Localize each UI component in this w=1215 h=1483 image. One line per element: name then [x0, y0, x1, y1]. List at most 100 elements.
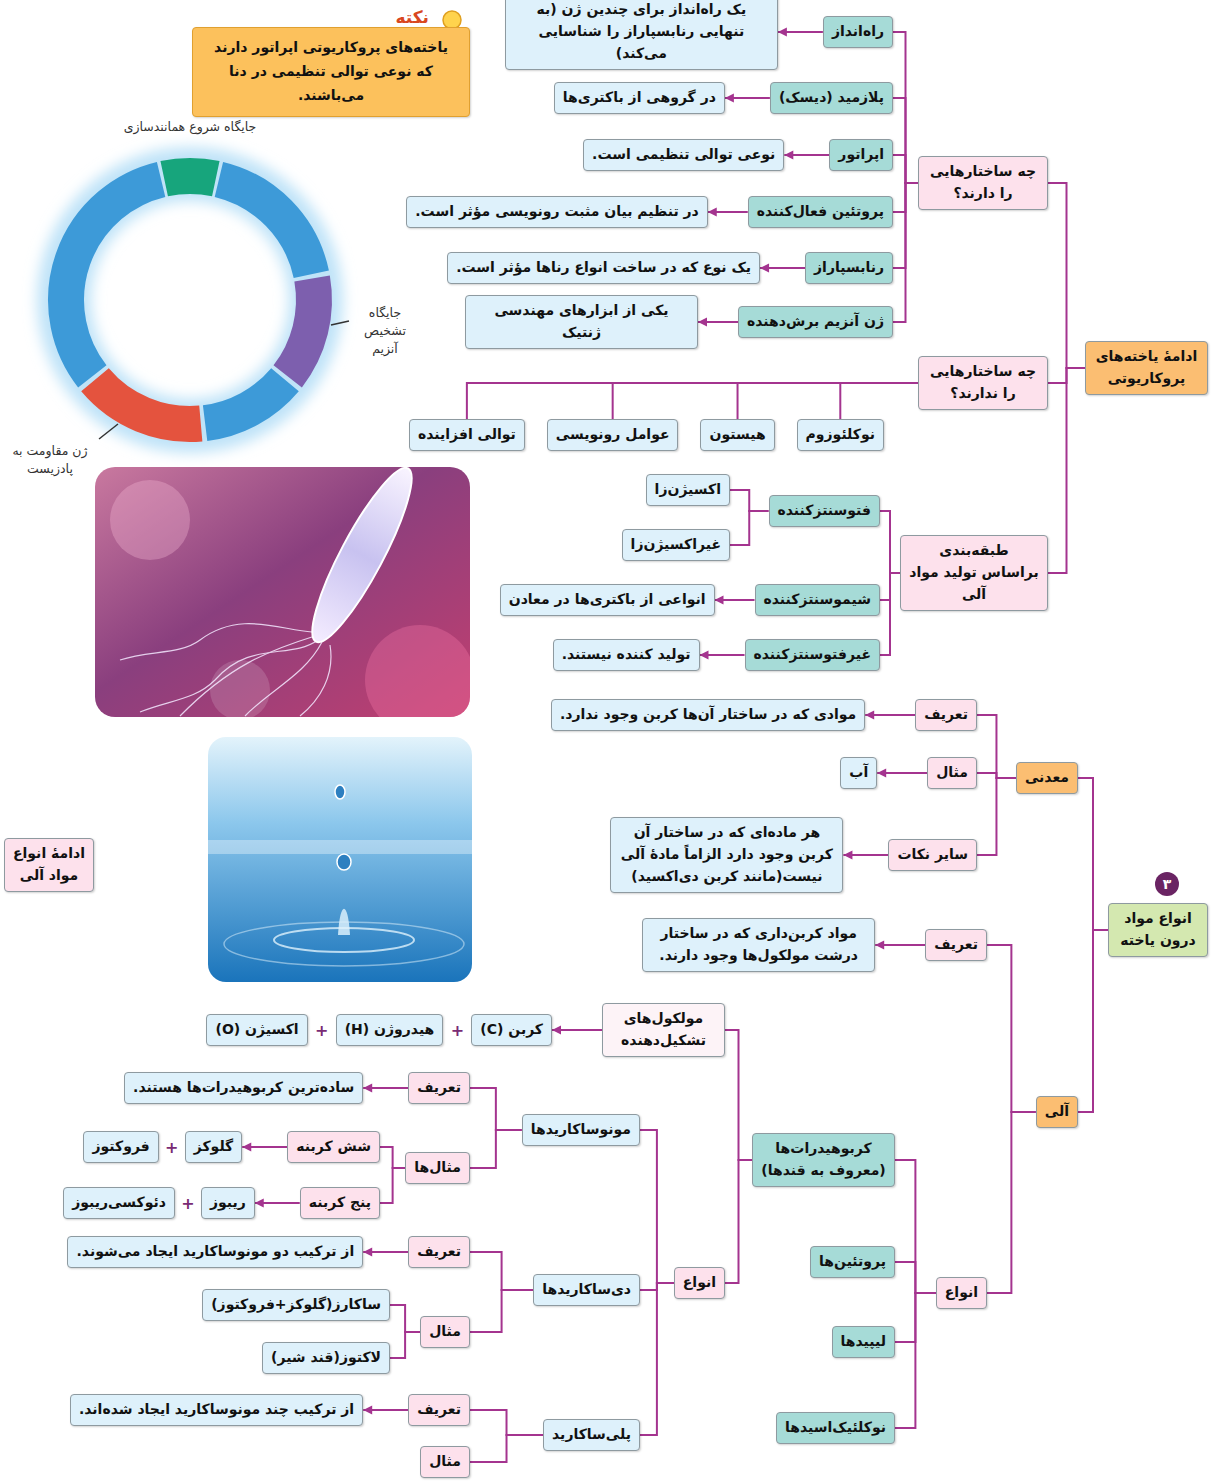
detail-box: یک نوع که در ساخت انواع رناها مؤثر است. — [447, 252, 760, 284]
node-text: انواع مواد درون یاخته — [1117, 908, 1199, 951]
plus-sign: + — [181, 1194, 194, 1213]
node-text: عوامل رونویسی — [556, 424, 670, 446]
connector-line — [977, 778, 1016, 855]
detail-box: تولید کننده نیستند. — [553, 639, 700, 671]
connector-line — [380, 1147, 405, 1168]
flagellum — [300, 645, 331, 716]
connector — [470, 1435, 543, 1462]
node-text: انواع — [945, 1282, 978, 1304]
node-text: اکسیژن (O) — [215, 1019, 298, 1041]
connector — [725, 1030, 752, 1160]
node-text: ادامهٔ یاخته‌های پروکاریوتی — [1094, 346, 1199, 389]
connector — [725, 1160, 752, 1283]
connector — [1078, 930, 1108, 1112]
bacterium-photo — [95, 467, 470, 717]
connector-line — [470, 1290, 533, 1332]
item-box: لیپیدها — [832, 1326, 895, 1358]
connector — [738, 383, 918, 419]
connector — [893, 155, 918, 183]
flagellum — [140, 640, 318, 712]
detail-box: ساکارز(گلوکز+فروکتوز) — [202, 1289, 390, 1321]
detail-box: مونوساکاریدها — [522, 1114, 640, 1146]
node-text: مثال — [936, 762, 968, 784]
connector-line — [895, 1160, 936, 1293]
detail-box: از ترکیب دو مونوساکارید ایجاد می‌شوند. — [67, 1236, 363, 1268]
node-text: تعریف — [934, 934, 978, 956]
node-text: پروتئین فعال‌کننده — [757, 201, 884, 223]
category-box: تعریف — [408, 1236, 470, 1268]
category-box: مثال — [420, 1446, 470, 1478]
connector — [390, 1332, 420, 1358]
detail-box: اکسیژن‌زا — [646, 474, 730, 506]
connector — [880, 573, 900, 655]
connector — [470, 1410, 543, 1435]
detail-box: دی‌ساکاریدها — [533, 1274, 640, 1306]
connector-line — [880, 511, 900, 573]
connector — [700, 651, 745, 660]
node-text: اکسیژن‌زا — [655, 479, 721, 501]
node-text: سایر نکات — [897, 844, 968, 866]
category-box: مثال — [927, 757, 977, 789]
water-surface — [208, 840, 472, 854]
category-box: انواع — [936, 1277, 987, 1309]
connector-line — [390, 1305, 420, 1332]
connector-line — [893, 32, 918, 183]
category-box: مثال — [420, 1316, 470, 1348]
topic-box: ادامهٔ یاخته‌های پروکاریوتی — [1085, 341, 1208, 394]
detail-box: هر ماده‌ای که در ساختار آن کربن وجود دار… — [610, 817, 843, 892]
node-text: ژن آنزیم برش‌دهنده — [747, 311, 884, 333]
item-box: غیرفتوسنتزکننده — [745, 639, 880, 671]
connector-line — [730, 490, 769, 511]
note-box: نکتهیاخته‌های پروکاریوتی اپراتور دارند ک… — [192, 27, 470, 116]
arrowhead — [865, 711, 874, 720]
flagellum — [180, 636, 315, 716]
node-text: چه ساختارهایی را ندارند؟ — [927, 361, 1039, 404]
connector — [987, 945, 1036, 1112]
connector-line — [738, 383, 918, 419]
water-drop — [337, 854, 351, 870]
detail-box: در گروهی از باکتری‌ها — [554, 82, 725, 114]
leader-line — [99, 424, 118, 439]
detail-box: نوکلئوزوم — [797, 419, 884, 451]
connector-line — [893, 155, 918, 183]
connector-line — [730, 511, 769, 545]
connector — [640, 1130, 674, 1283]
water-drop — [335, 785, 345, 799]
node-text: یکی از ابزارهای مهندسی ژنتیک — [474, 300, 689, 343]
node-text: طبقه‌بندی براساس تولید مواد آلی — [909, 540, 1039, 605]
connector — [380, 1168, 405, 1203]
connector — [613, 383, 918, 419]
annotation-label: ژن مقاومت به پادزیست — [6, 442, 94, 478]
ring-segment — [164, 176, 216, 179]
connector — [977, 778, 1016, 855]
connector — [725, 94, 770, 103]
node-text: در گروهی از باکتری‌ها — [563, 87, 716, 109]
connector-line — [470, 1435, 543, 1462]
node-text: شیموسنتزکننده — [764, 589, 871, 611]
ring-segment — [288, 279, 314, 377]
arrowhead — [255, 1199, 264, 1208]
detail-box: پلی‌ساکارید — [543, 1419, 640, 1451]
topic-box: آلی — [1036, 1096, 1078, 1128]
connector — [552, 1026, 602, 1035]
category-box: تعریف — [408, 1394, 470, 1426]
connector — [1078, 778, 1108, 930]
arrowhead — [875, 941, 884, 950]
node-text: مواد کربن‌داری که در ساختار درشت مولکول‌… — [651, 923, 866, 966]
ring-segment — [95, 380, 201, 424]
detail-box: اکسیژن (O) — [206, 1014, 307, 1046]
connector — [895, 1293, 936, 1428]
node-text: نوعی توالی تنظیمی است. — [592, 144, 775, 166]
arrowhead — [552, 1026, 561, 1035]
connector-line — [613, 383, 918, 419]
connector — [865, 711, 915, 720]
node-text: مثال — [429, 1321, 461, 1343]
bulb-glass — [443, 11, 461, 29]
detail-box: گلوکز — [185, 1131, 242, 1163]
plus-sign: + — [165, 1138, 178, 1157]
node-text: آب — [849, 762, 868, 784]
connector-line — [725, 1160, 752, 1283]
node-text: در تنظیم بیان مثبت رونویسی مؤثر است. — [415, 201, 698, 223]
